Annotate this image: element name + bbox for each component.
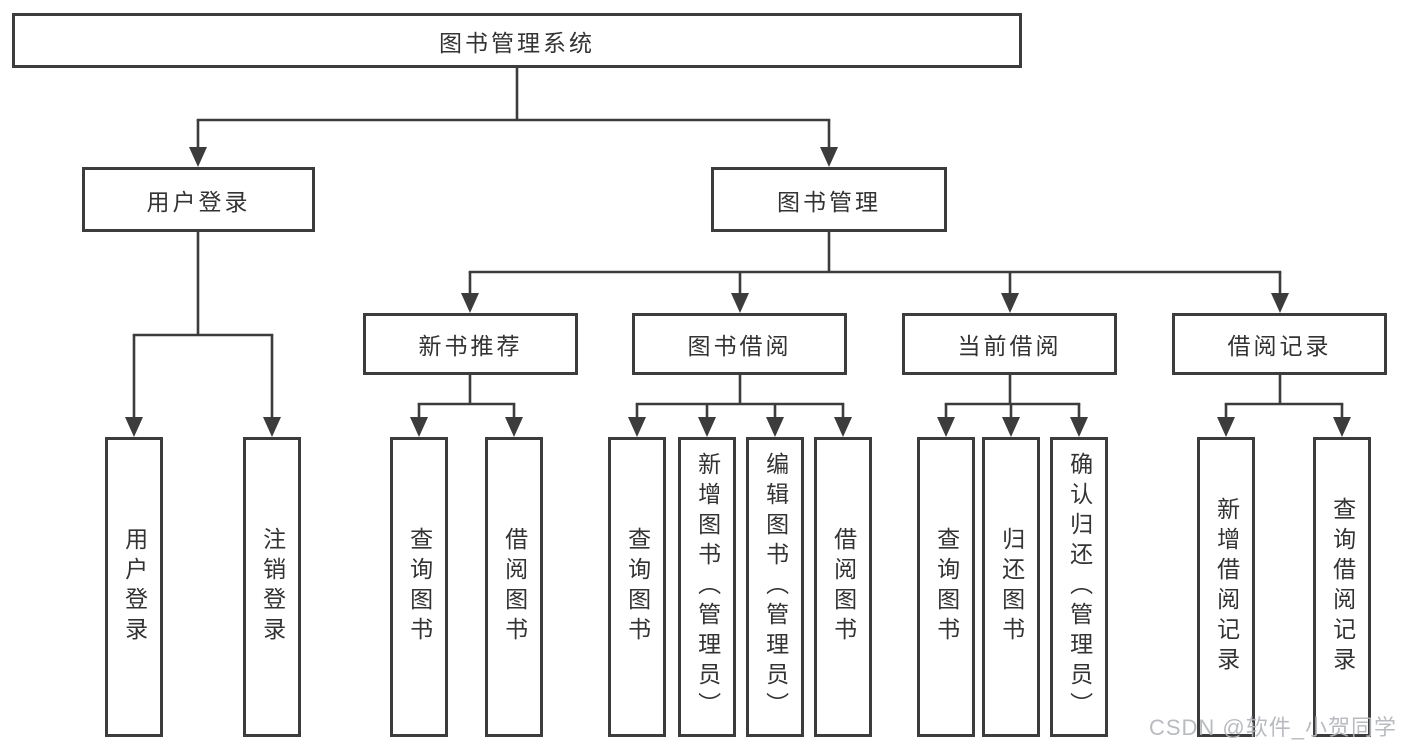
watermark: CSDN @软件_小贺同学	[1148, 715, 1397, 740]
node-label: 用户登录	[121, 527, 148, 647]
arrowhead-icon	[937, 417, 955, 437]
node-label: 查询图书	[624, 527, 651, 647]
node-current-return-books: 归还图书	[982, 437, 1040, 737]
node-recommend-query-books: 查询图书	[390, 437, 448, 737]
node-borrow-records: 借阅记录	[1172, 313, 1387, 375]
arrowhead-icon	[1070, 417, 1088, 437]
arrowhead-icon	[731, 293, 749, 313]
node-label: 注销登录	[259, 527, 286, 647]
arrowhead-icon	[698, 417, 716, 437]
node-user-login-action: 用户登录	[105, 437, 163, 737]
arrowhead-icon	[505, 417, 523, 437]
arrowhead-icon	[189, 147, 207, 167]
node-label: 编辑图书（管理员）	[762, 452, 789, 722]
node-label: 归还图书	[998, 527, 1025, 647]
node-borrow-query-books: 查询图书	[608, 437, 666, 737]
node-new-book-recommend: 新书推荐	[363, 313, 578, 375]
arrowhead-icon	[263, 417, 281, 437]
node-label: 查询图书	[406, 527, 433, 647]
arrowhead-icon	[628, 417, 646, 437]
node-label: 新增借阅记录	[1213, 497, 1240, 677]
node-current-borrow: 当前借阅	[902, 313, 1117, 375]
arrowhead-icon	[834, 417, 852, 437]
node-book-borrow: 图书借阅	[632, 313, 847, 375]
arrowhead-icon	[1333, 417, 1351, 437]
node-user-login: 用户登录	[82, 167, 315, 232]
node-borrow-add-books-admin: 新增图书（管理员）	[678, 437, 736, 737]
node-book-management: 图书管理	[711, 167, 947, 232]
node-label: 新增图书（管理员）	[694, 452, 721, 722]
arrowhead-icon	[1002, 417, 1020, 437]
arrowhead-icon	[820, 147, 838, 167]
node-records-query-record: 查询借阅记录	[1313, 437, 1371, 737]
node-label: 查询图书	[933, 527, 960, 647]
arrowhead-icon	[461, 293, 479, 313]
node-current-query-books: 查询图书	[917, 437, 975, 737]
node-label: 借阅图书	[830, 527, 857, 647]
arrowhead-icon	[125, 417, 143, 437]
arrowhead-icon	[1001, 293, 1019, 313]
node-label: 查询借阅记录	[1329, 497, 1356, 677]
node-root: 图书管理系统	[12, 13, 1022, 68]
arrowhead-icon	[1271, 293, 1289, 313]
arrowhead-icon	[766, 417, 784, 437]
node-label: 借阅图书	[501, 527, 528, 647]
node-borrow-edit-books-admin: 编辑图书（管理员）	[746, 437, 804, 737]
node-borrow-borrow-books: 借阅图书	[814, 437, 872, 737]
arrowhead-icon	[410, 417, 428, 437]
arrowhead-icon	[1217, 417, 1235, 437]
node-recommend-borrow-books: 借阅图书	[485, 437, 543, 737]
node-records-add-record: 新增借阅记录	[1197, 437, 1255, 737]
node-logout-action: 注销登录	[243, 437, 301, 737]
node-label: 确认归还（管理员）	[1066, 452, 1093, 722]
node-current-confirm-return-admin: 确认归还（管理员）	[1050, 437, 1108, 737]
